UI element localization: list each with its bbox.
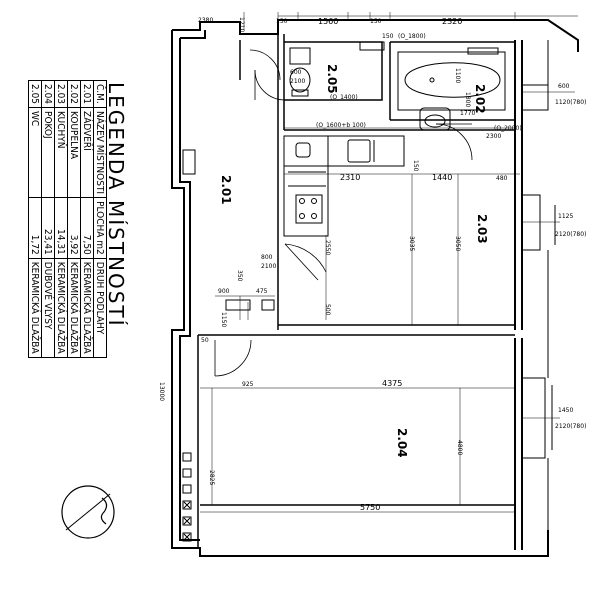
- dim-text: 1100: [454, 68, 461, 83]
- dim-text: 900: [218, 288, 230, 295]
- room-label-201: 2.01: [219, 175, 233, 205]
- dim-text: (O_1800): [398, 33, 426, 40]
- dim-text: 2825: [208, 470, 215, 485]
- dim-text: 3050: [454, 236, 461, 251]
- dim-text: 2100: [261, 263, 276, 270]
- dim-text: 150: [370, 18, 382, 25]
- vent-squares: [182, 452, 192, 542]
- dim-text: 350: [236, 270, 243, 282]
- dim-text: 4375: [382, 379, 402, 388]
- kitchen-counter: [283, 135, 405, 237]
- dim-text: 2120(780): [555, 423, 586, 430]
- dim-text: 600: [290, 69, 302, 76]
- dim-text: 150: [382, 33, 394, 40]
- dim-text: 1770: [460, 110, 475, 117]
- dim-text: 600: [558, 83, 570, 90]
- dim-text: 1125: [558, 213, 573, 220]
- dim-text: 150: [412, 160, 419, 172]
- dim-text: 1800: [464, 92, 471, 107]
- dim-text: 480: [496, 175, 508, 182]
- room-label-205: 2.05: [325, 64, 339, 94]
- dimension-lines: [200, 12, 578, 513]
- room-label-202: 2.02: [473, 84, 487, 114]
- interior-walls: [197, 34, 515, 548]
- dim-text: 1120(780): [555, 99, 586, 106]
- window-returns: [522, 40, 556, 530]
- dim-text: 2380: [198, 17, 213, 24]
- dim-text: 1150: [220, 312, 227, 327]
- dim-text: 800: [261, 254, 273, 261]
- dim-text: 4800: [456, 440, 463, 455]
- dim-text: 150: [276, 18, 288, 25]
- dim-text: 2550: [324, 240, 331, 255]
- dim-text: 1450: [558, 407, 573, 414]
- dim-text: 50: [201, 337, 209, 344]
- dim-text: 5750: [360, 503, 380, 512]
- dim-text: 2310: [340, 173, 360, 182]
- dim-text: 13000: [158, 382, 165, 401]
- radiators: [182, 149, 275, 311]
- dim-text: 2120(780): [555, 231, 586, 238]
- room-label-204: 2.04: [395, 428, 409, 458]
- dim-text: 1560: [318, 17, 338, 26]
- dim-text: 2320: [442, 17, 462, 26]
- dim-text: 2300: [486, 133, 501, 140]
- dimension-texts: 1210 2380 150 1560 150 2320 150 (O_1800)…: [158, 17, 586, 512]
- dim-text: (O_2000): [494, 125, 522, 132]
- dim-text: 500: [324, 304, 331, 316]
- dim-text: 475: [256, 288, 268, 295]
- dim-text: 2100: [290, 78, 305, 85]
- north-arrow-icon: [61, 485, 115, 539]
- dim-text: (O_1400): [330, 94, 358, 101]
- outer-walls: [171, 19, 579, 557]
- dim-text: (O_1600+b 100): [316, 122, 366, 129]
- bathroom-fixtures: [289, 41, 506, 131]
- dim-text: 1440: [432, 173, 452, 182]
- room-label-203: 2.03: [475, 214, 489, 244]
- dim-text: 925: [242, 381, 254, 388]
- dim-text: 1210: [238, 17, 245, 32]
- dim-text: 3035: [408, 236, 415, 251]
